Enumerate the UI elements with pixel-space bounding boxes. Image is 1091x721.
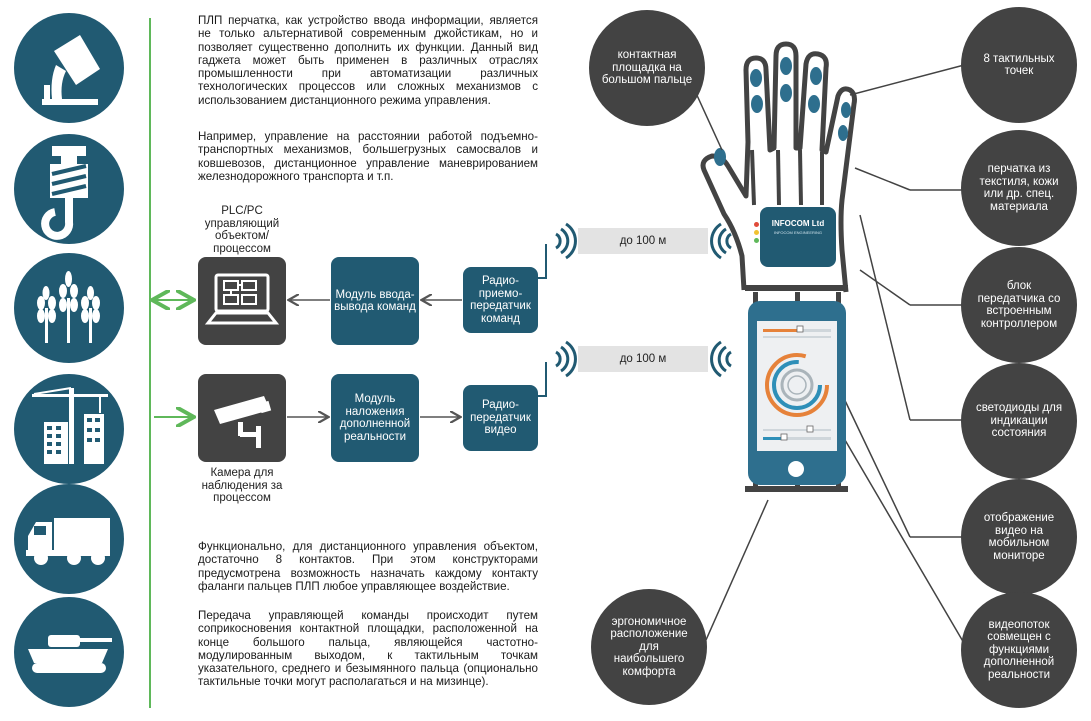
monitor-screen <box>757 321 837 451</box>
tactile-points <box>714 57 851 166</box>
callout-ar-video-label: видеопоток совмещен с функциями дополнен… <box>983 618 1055 681</box>
callout-tactile-points: 8 тактильных точек <box>961 7 1077 123</box>
outro-paragraph-1: Функционально, для дистанционного управл… <box>198 540 538 593</box>
industry-agriculture <box>14 253 124 363</box>
signal-waves-video-right <box>710 340 732 378</box>
callout-material: перчатка из текстиля, кожи или др. спец.… <box>961 130 1077 246</box>
signal-waves-cmd-left <box>555 222 577 260</box>
callout-ergonomic-label: эргономичное расположение для наибольшег… <box>610 615 688 678</box>
camera-caption: Камера для наблюдения за процессом <box>201 467 283 504</box>
callout-tactile-points-label: 8 тактильных точек <box>983 52 1055 78</box>
callout-transmitter: блок передатчика со встроенным контролле… <box>961 247 1077 363</box>
led-indicators <box>754 222 759 244</box>
agriculture-wheat-icon <box>37 271 100 343</box>
intro-paragraph-1: ПЛП перчатка, как устройство ввода инфор… <box>198 14 538 107</box>
range-band-1: до 100 м <box>578 228 708 254</box>
signal-waves-cmd-right <box>710 222 732 260</box>
led-red <box>754 222 759 227</box>
ar-module-label: Модуль наложения дополненной реальности <box>339 393 411 443</box>
plc-caption: PLC/PC управляющий объектом/ процессом <box>204 205 280 255</box>
callout-leds: светодиоды для индикации состояния <box>961 363 1077 479</box>
callout-video-display-label: отображение видео на мобильном мониторе <box>983 512 1055 562</box>
callout-leds-label: светодиоды для индикации состояния <box>975 402 1063 440</box>
truck-icon <box>26 518 110 565</box>
crane-hook-icon <box>41 146 88 240</box>
cctv-camera-icon <box>214 396 272 448</box>
metallurgy-ladle-icon <box>42 35 100 105</box>
range-band-2: до 100 м <box>578 346 708 372</box>
industry-transport <box>14 484 124 594</box>
industry-construction <box>14 374 124 484</box>
antenna-video <box>538 362 547 397</box>
io-module-box: Модуль ввода-вывода команд <box>331 257 419 345</box>
ar-module-box: Модуль наложения дополненной реальности <box>331 374 419 462</box>
callout-material-label: перчатка из текстиля, кожи или др. спец.… <box>979 163 1059 213</box>
transmitter-brand-sub: INFOCOM ENGINEERING <box>773 230 822 235</box>
transmitter-block: INFOCOM Ltd INFOCOM ENGINEERING <box>760 207 836 267</box>
tank-icon <box>28 635 112 673</box>
home-button[interactable] <box>788 461 804 477</box>
antenna-cmd <box>538 244 547 279</box>
radio-cmd-box: Радио-приемо-передатчик команд <box>463 267 538 333</box>
io-module-label: Модуль ввода-вывода команд <box>334 288 416 314</box>
callout-thumb-pad-label: контактная площадка на большом пальце <box>601 49 693 87</box>
industry-metallurgy <box>14 13 124 123</box>
range-label-2: до 100 м <box>619 353 667 365</box>
outro-paragraph-2: Передача управляющей команды происходит … <box>198 609 538 689</box>
callout-transmitter-label: блок передатчика со встроенным контролле… <box>977 280 1061 330</box>
glove-finger-seams <box>750 149 824 206</box>
laptop-icon <box>204 273 280 325</box>
camera-box <box>198 374 286 462</box>
led-green <box>754 238 759 243</box>
radio-video-box: Радио-передатчик видео <box>463 385 538 451</box>
construction-crane-icon <box>32 387 108 464</box>
industry-lifting <box>14 134 124 244</box>
radio-cmd-label: Радио-приемо-передатчик команд <box>470 275 531 325</box>
callout-video-display: отображение видео на мобильном мониторе <box>961 479 1077 595</box>
callout-leaders <box>689 63 969 651</box>
led-yellow <box>754 230 759 235</box>
signal-waves-video-left <box>555 340 577 378</box>
plc-box <box>198 257 286 345</box>
industry-military <box>14 597 124 707</box>
radio-video-label: Радио-передатчик видео <box>470 399 531 437</box>
transmitter-brand: INFOCOM Ltd <box>771 219 825 228</box>
callout-ergonomic: эргономичное расположение для наибольшег… <box>591 589 707 705</box>
divider-line <box>149 18 151 708</box>
ar-overlay-graphic <box>763 325 831 441</box>
range-label-1: до 100 м <box>619 235 667 247</box>
glove-outline <box>700 41 857 293</box>
callout-thumb-pad: контактная площадка на большом пальце <box>589 10 705 126</box>
intro-paragraph-2: Например, управление на расстоянии работ… <box>198 130 538 183</box>
callout-ar-video: видеопоток совмещен с функциями дополнен… <box>961 592 1077 708</box>
mobile-monitor <box>748 301 846 485</box>
